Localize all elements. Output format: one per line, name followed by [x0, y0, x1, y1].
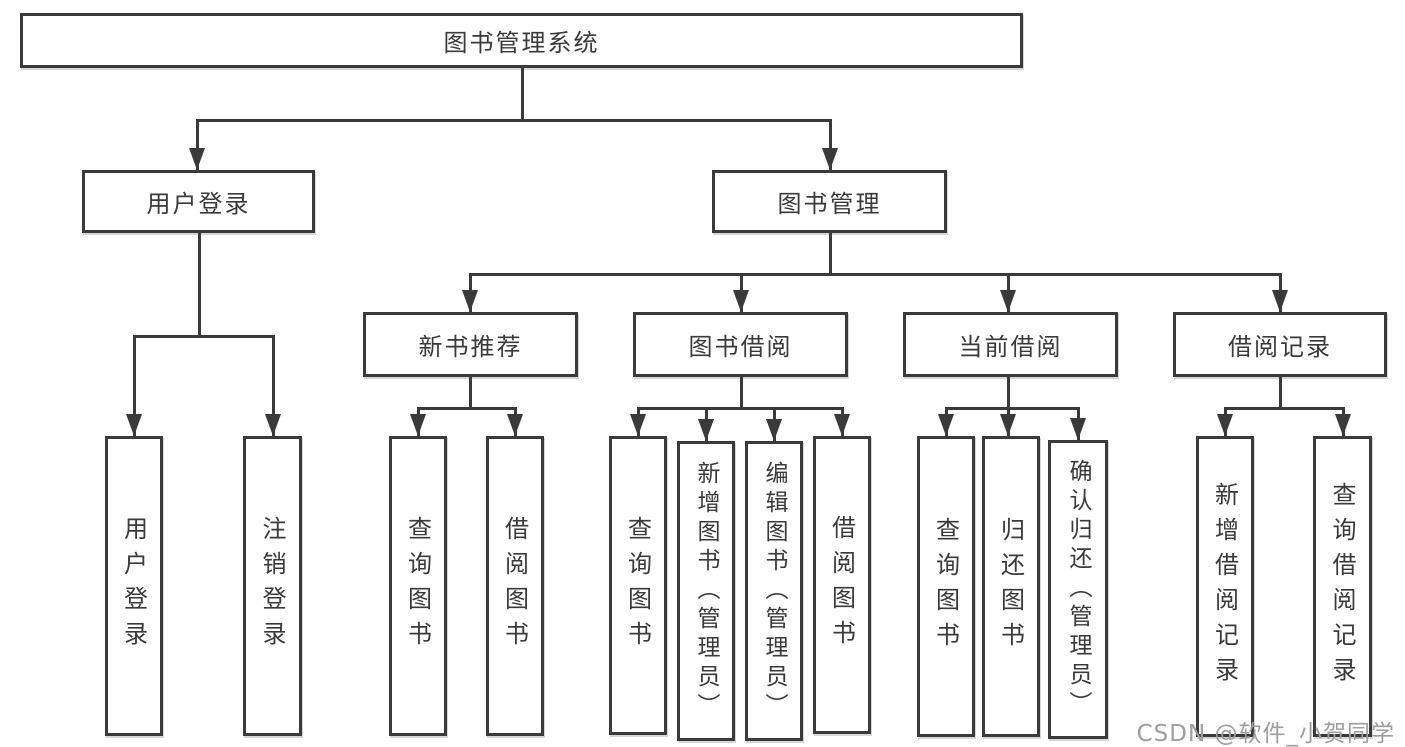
node-label: 新增借阅记录 — [1210, 481, 1239, 692]
connector-root-to-book-management — [828, 119, 832, 170]
arrowhead-down — [1070, 418, 1086, 440]
node-label: 图书管理 — [777, 190, 882, 218]
connector-root-hline — [197, 119, 830, 122]
connector-current-hline — [946, 407, 1078, 410]
arrowhead-down — [1217, 414, 1233, 436]
node-current-confirm-return-admin: 确认归还（管理员） — [1048, 440, 1108, 739]
node-borrowing-add-books-admin: 新增图书（管理员） — [677, 441, 735, 741]
node-user-login-leaf: 用户登录 — [105, 436, 163, 736]
connector-recommend-hline — [418, 407, 515, 410]
node-records-add-record: 新增借阅记录 — [1196, 436, 1254, 737]
node-borrowing-records: 借阅记录 — [1173, 312, 1387, 377]
connector-to-login-leaf — [132, 335, 136, 436]
node-current-borrowing: 当前借阅 — [903, 312, 1118, 377]
node-library-management-system: 图书管理系统 — [20, 13, 1023, 68]
node-label: 查询借阅记录 — [1328, 481, 1356, 692]
node-label: 当前借阅 — [958, 333, 1063, 361]
node-user-login: 用户登录 — [82, 170, 315, 233]
arrowhead-down — [265, 414, 281, 436]
arrowhead-down — [1000, 290, 1016, 312]
node-label: 归还图书 — [996, 516, 1025, 657]
node-borrowing-edit-books-admin: 编辑图书（管理员） — [745, 441, 803, 741]
node-label: 查询图书 — [931, 516, 960, 657]
connector-recommend-stem — [468, 377, 472, 407]
arrowhead-down — [822, 148, 838, 170]
arrowhead-down — [1272, 290, 1288, 312]
connector-current-stem — [1006, 377, 1010, 407]
arrowhead-down — [410, 414, 426, 436]
node-current-query-books: 查询图书 — [917, 436, 975, 737]
csdn-watermark: CSDN @软件_小贺同学 — [1136, 721, 1395, 747]
connector-user-login-hline — [134, 335, 273, 338]
connector-book-management-hline — [470, 273, 1280, 276]
node-label: 确认归还（管理员） — [1065, 459, 1091, 720]
node-label: 借阅图书 — [500, 516, 529, 656]
connector-book-management-stem — [828, 233, 832, 273]
connector-borrowing-hline — [638, 407, 842, 410]
connector-borrowing-stem — [739, 377, 743, 407]
node-label: 借阅图书 — [827, 515, 856, 655]
arrowhead-down — [462, 290, 478, 312]
arrowhead-down — [126, 414, 142, 436]
node-label: 用户登录 — [146, 190, 251, 218]
node-current-return-books: 归还图书 — [982, 436, 1040, 737]
arrowhead-down — [698, 419, 714, 441]
connector-user-login-stem — [197, 233, 201, 335]
arrowhead-down — [189, 148, 205, 170]
arrowhead-down — [1000, 414, 1016, 436]
arrowhead-down — [507, 414, 523, 436]
node-label: 查询图书 — [623, 515, 652, 656]
arrowhead-down — [630, 414, 646, 436]
node-label: 图书管理系统 — [443, 29, 600, 57]
node-new-book-recommend: 新书推荐 — [363, 312, 578, 377]
node-borrowing-borrow-books: 借阅图书 — [813, 436, 871, 734]
node-logout-leaf: 注销登录 — [243, 436, 302, 736]
arrowhead-down — [766, 419, 782, 441]
node-label: 查询图书 — [403, 516, 432, 656]
node-label: 用户登录 — [119, 516, 148, 656]
node-recommend-borrow-books: 借阅图书 — [486, 436, 544, 736]
node-recommend-query-books: 查询图书 — [389, 436, 447, 736]
node-label: 编辑图书（管理员） — [761, 460, 787, 722]
arrowhead-down — [938, 414, 954, 436]
arrowhead-down — [733, 290, 749, 312]
node-book-borrowing: 图书借阅 — [633, 312, 848, 377]
node-book-management: 图书管理 — [712, 170, 947, 233]
node-records-query-record: 查询借阅记录 — [1313, 436, 1372, 737]
node-label: 注销登录 — [258, 516, 286, 656]
connector-records-stem — [1278, 377, 1282, 407]
node-label: 新增图书（管理员） — [693, 460, 719, 722]
connector-root-to-user-login — [195, 119, 199, 170]
node-label: 图书借阅 — [688, 333, 793, 361]
connector-records-hline — [1225, 407, 1343, 410]
arrowhead-down — [834, 414, 850, 436]
node-label: 借阅记录 — [1228, 333, 1332, 361]
connector-root-stem — [520, 66, 524, 119]
node-label: 新书推荐 — [418, 333, 523, 361]
node-borrowing-query-books: 查询图书 — [609, 436, 667, 735]
connector-to-logout-leaf — [271, 335, 275, 436]
arrowhead-down — [1335, 414, 1351, 436]
